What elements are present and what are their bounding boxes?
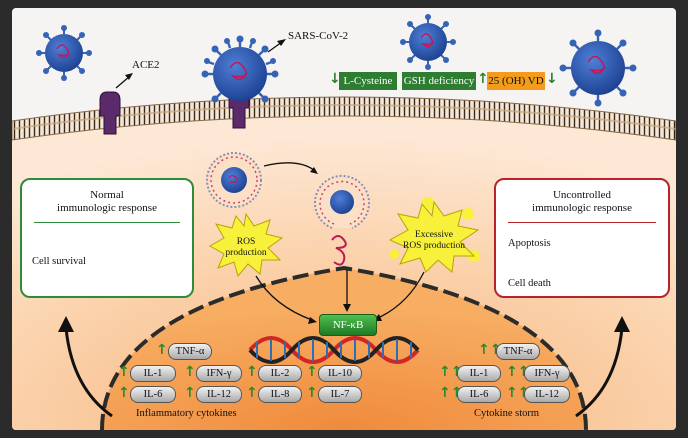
ros-burst-icon	[208, 212, 284, 278]
arrow-up-icon: ↑	[156, 342, 168, 358]
cytokine-il1: IL-1	[130, 365, 176, 382]
arrow-down-icon: ↓	[546, 71, 558, 87]
arrow-up-icon: ↑	[246, 364, 258, 380]
arrow-up-icon: ↑	[306, 364, 318, 380]
virus-icon	[559, 29, 637, 107]
storm-cytokine-il12: IL-12	[524, 386, 570, 403]
divider	[508, 222, 656, 223]
double-arrow-up-icon: ↑↑	[506, 385, 530, 401]
divider	[34, 222, 180, 223]
cell-survival-label: Cell survival	[32, 256, 86, 267]
cytokine-tnf: TNF-α	[168, 343, 212, 360]
arrow-up-right-icon	[614, 316, 630, 332]
virus-label: SARS-CoV-2	[288, 30, 349, 42]
arrow-down-icon: ↓	[329, 71, 341, 87]
viral-rna-icon	[331, 235, 347, 266]
endosome-icon	[206, 152, 262, 208]
cytokine-il12: IL-12	[196, 386, 242, 403]
storm-cytokine-il1: IL-1	[457, 365, 501, 382]
storm-cytokine-tnf: TNF-α	[496, 343, 540, 360]
cytokine-storm-caption: Cytokine storm	[474, 408, 540, 419]
arrow-up-icon: ↑	[184, 364, 196, 380]
vitamin-d-tag: 25 (OH) VD	[487, 72, 545, 90]
gsh-deficiency-tag: GSH deficiency	[402, 72, 476, 90]
virus-icon	[400, 14, 456, 70]
cell-death-label: Cell death	[508, 278, 551, 289]
cytokine-il7: IL-7	[318, 386, 362, 403]
uncontrolled-response-box: Uncontrolled immunologic response Apopto…	[494, 178, 670, 298]
virus-bound-icon	[201, 35, 279, 103]
double-arrow-up-icon: ↑↑	[439, 364, 463, 380]
double-arrow-up-icon: ↑↑	[478, 342, 502, 358]
uncontrolled-response-title-line1: Uncontrolled	[552, 189, 612, 201]
storm-cytokine-il6: IL-6	[457, 386, 501, 403]
dna-helix-icon	[248, 336, 420, 364]
arrow-up-icon: ↑	[118, 364, 130, 380]
double-arrow-up-icon: ↑↑	[439, 385, 463, 401]
double-arrow-up-icon: ↑↑	[506, 364, 530, 380]
cytokine-il6: IL-6	[130, 386, 176, 403]
nuclear-envelope	[100, 265, 588, 430]
cytokine-il10: IL-10	[318, 365, 362, 382]
normal-response-title-line2: immunologic response	[57, 202, 157, 214]
arrow-up-icon: ↑	[118, 385, 130, 401]
arrow-up-icon: ↑	[184, 385, 196, 401]
apoptosis-label: Apoptosis	[508, 238, 551, 249]
arrow-up-icon: ↑	[306, 385, 318, 401]
ace2-label: ACE2	[132, 59, 160, 71]
normal-response-title-line1: Normal	[90, 189, 124, 201]
normal-response-box: Normal immunologic response Cell surviva…	[20, 178, 194, 298]
arrow-up-icon: ↑	[477, 71, 489, 87]
l-cysteine-tag: L-Cysteine	[339, 72, 397, 90]
cytokine-il8: IL-8	[258, 386, 302, 403]
excessive-ros-burst-icon	[388, 197, 480, 273]
arrow-up-icon: ↑	[246, 385, 258, 401]
storm-cytokine-ifn: IFN-γ	[524, 365, 570, 382]
virus-icon	[36, 25, 92, 81]
uncontrolled-response-title-line2: immunologic response	[532, 202, 632, 214]
arrow-up-left-icon	[58, 316, 74, 332]
inflammatory-cytokines-caption: Inflammatory cytokines	[136, 408, 237, 419]
cytokine-ifn: IFN-γ	[196, 365, 242, 382]
diagram-panel: ACE2 SARS-CoV-2 ↓ L-Cysteine GSH deficie…	[12, 8, 676, 430]
cytokine-il2: IL-2	[258, 365, 302, 382]
nfkb-box: NF-κB	[319, 314, 377, 336]
endosome-release-icon	[314, 175, 370, 229]
ace2-receptor-icon	[99, 91, 121, 135]
